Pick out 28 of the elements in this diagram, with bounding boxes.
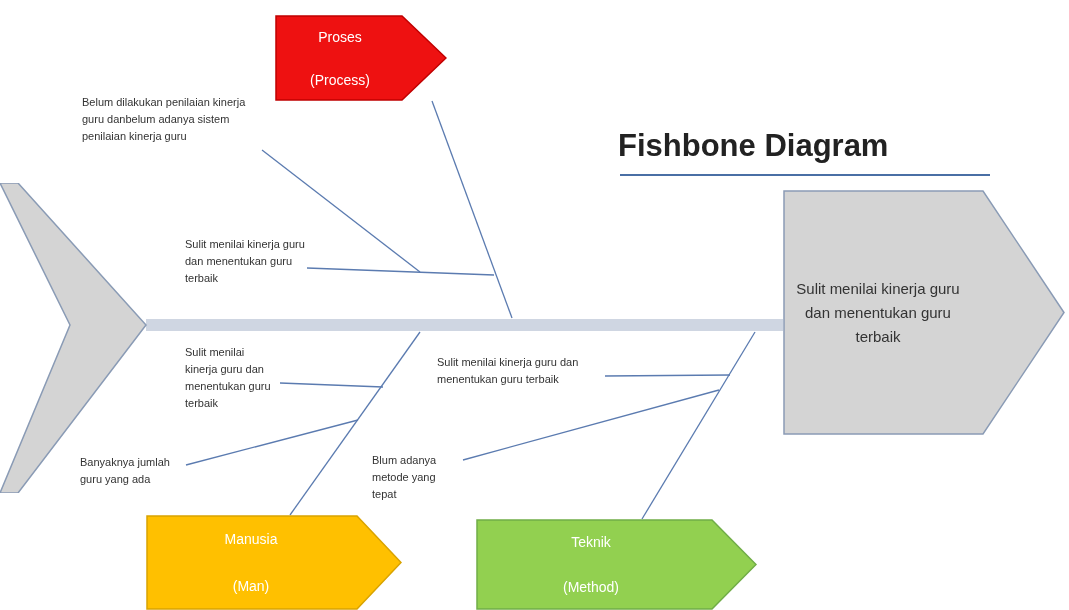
cause-text: Sulit menilai kinerja guru dan menentukan guru terbaik xyxy=(185,344,277,412)
bone-line xyxy=(185,419,359,466)
effect-text: Sulit menilai kinerja guru dan menentukan guru terbaik xyxy=(795,278,961,347)
bone-line xyxy=(279,382,384,388)
category-label: (Method) xyxy=(562,579,620,596)
bone-line xyxy=(462,389,720,461)
cause-text: Belum dilakukan penilaian kinerja guru danbelum adanya sistem penilaian kinerja guru xyxy=(82,94,262,145)
category-label: (Man) xyxy=(231,578,271,595)
category-label: Proses xyxy=(317,28,363,45)
bone-line xyxy=(261,149,421,273)
category-label: Manusia xyxy=(223,530,279,547)
bone-line xyxy=(641,331,756,520)
bone-line xyxy=(289,331,421,516)
diagram-title: Fishbone Diagram xyxy=(618,128,889,164)
category-label: Teknik xyxy=(570,533,612,550)
bone-line xyxy=(306,267,495,276)
category-arrow xyxy=(476,519,757,610)
category-label: (Process) xyxy=(309,71,371,88)
category-arrow xyxy=(146,515,402,610)
cause-text: Banyaknya jumlah guru yang ada xyxy=(80,454,184,488)
effect-arrow-box xyxy=(783,190,1065,435)
spine-bar xyxy=(146,319,783,331)
bone-line xyxy=(431,100,513,319)
cause-text: Sulit menilai kinerja guru dan menentukan guru terbaik xyxy=(437,354,605,388)
category-arrow xyxy=(275,15,447,101)
cause-text: Blum adanya metode yang tepat xyxy=(372,452,462,503)
bone-line xyxy=(604,374,731,377)
cause-text: Sulit menilai kinerja guru dan menentukan guru terbaik xyxy=(185,236,307,287)
